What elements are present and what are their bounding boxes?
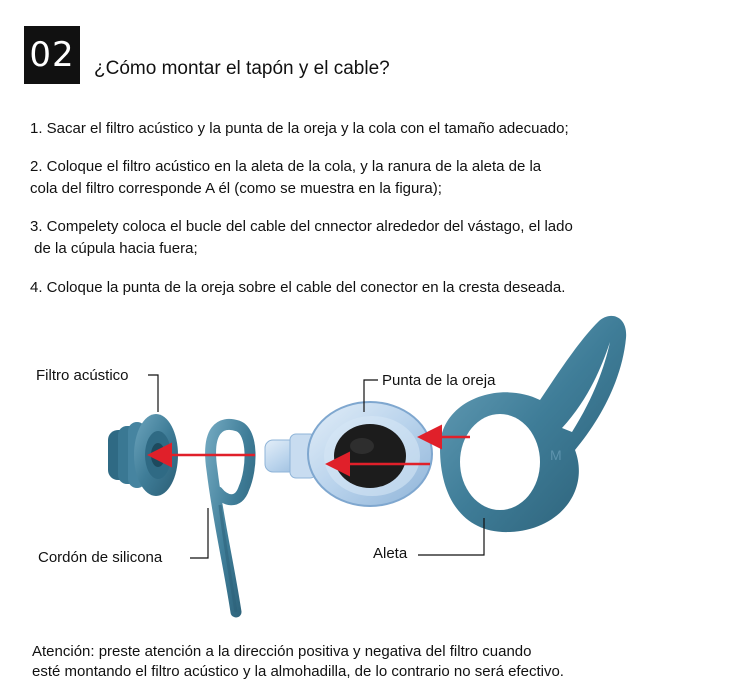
leader-tip — [363, 379, 378, 412]
leader-fin — [418, 518, 485, 556]
instruction-line: 4. Coloque la punta de la oreja sobre el… — [30, 279, 566, 296]
assembly-illustration: M — [108, 315, 627, 618]
attention-line: Atención: preste atención a la dirección… — [32, 643, 532, 660]
attention-line: esté montando el filtro acústico y la al… — [32, 663, 564, 680]
page-title: ¿Cómo montar el tapón y el cable? — [94, 58, 390, 79]
instruction-line: 3. Compelety coloca el bucle del cable d… — [30, 218, 573, 235]
label-acoustic-filter: Filtro acústico — [36, 367, 129, 384]
leader-cord — [190, 508, 209, 559]
ear-tip — [264, 401, 433, 507]
instruction-step-3: 3. Compelety coloca el bucle del cable d… — [30, 216, 573, 260]
fin-size-mark: M — [550, 447, 562, 463]
instruction-line: 1. Sacar el filtro acústico y la punta d… — [30, 120, 569, 137]
label-ear-tip: Punta de la oreja — [382, 372, 496, 389]
fin-wing: M — [440, 315, 627, 533]
instruction-step-4: 4. Coloque la punta de la oreja sobre el… — [30, 277, 565, 299]
step-number-badge: 02 — [24, 26, 80, 84]
instruction-step-1: 1. Sacar el filtro acústico y la punta d… — [30, 118, 569, 140]
label-silicone-cord: Cordón de silicona — [38, 549, 163, 566]
instruction-step-2: 2. Coloque el filtro acústico en la alet… — [30, 156, 541, 200]
attention-note: Atención: preste atención a la dirección… — [32, 642, 564, 682]
label-fin: Aleta — [373, 545, 408, 562]
leader-filter — [148, 374, 159, 412]
instruction-line: cola del filtro corresponde A él (como s… — [30, 180, 442, 197]
instruction-line: de la cúpula hacia fuera; — [30, 240, 198, 257]
silicone-cord — [205, 419, 256, 618]
instruction-line: 2. Coloque el filtro acústico en la alet… — [30, 158, 542, 175]
